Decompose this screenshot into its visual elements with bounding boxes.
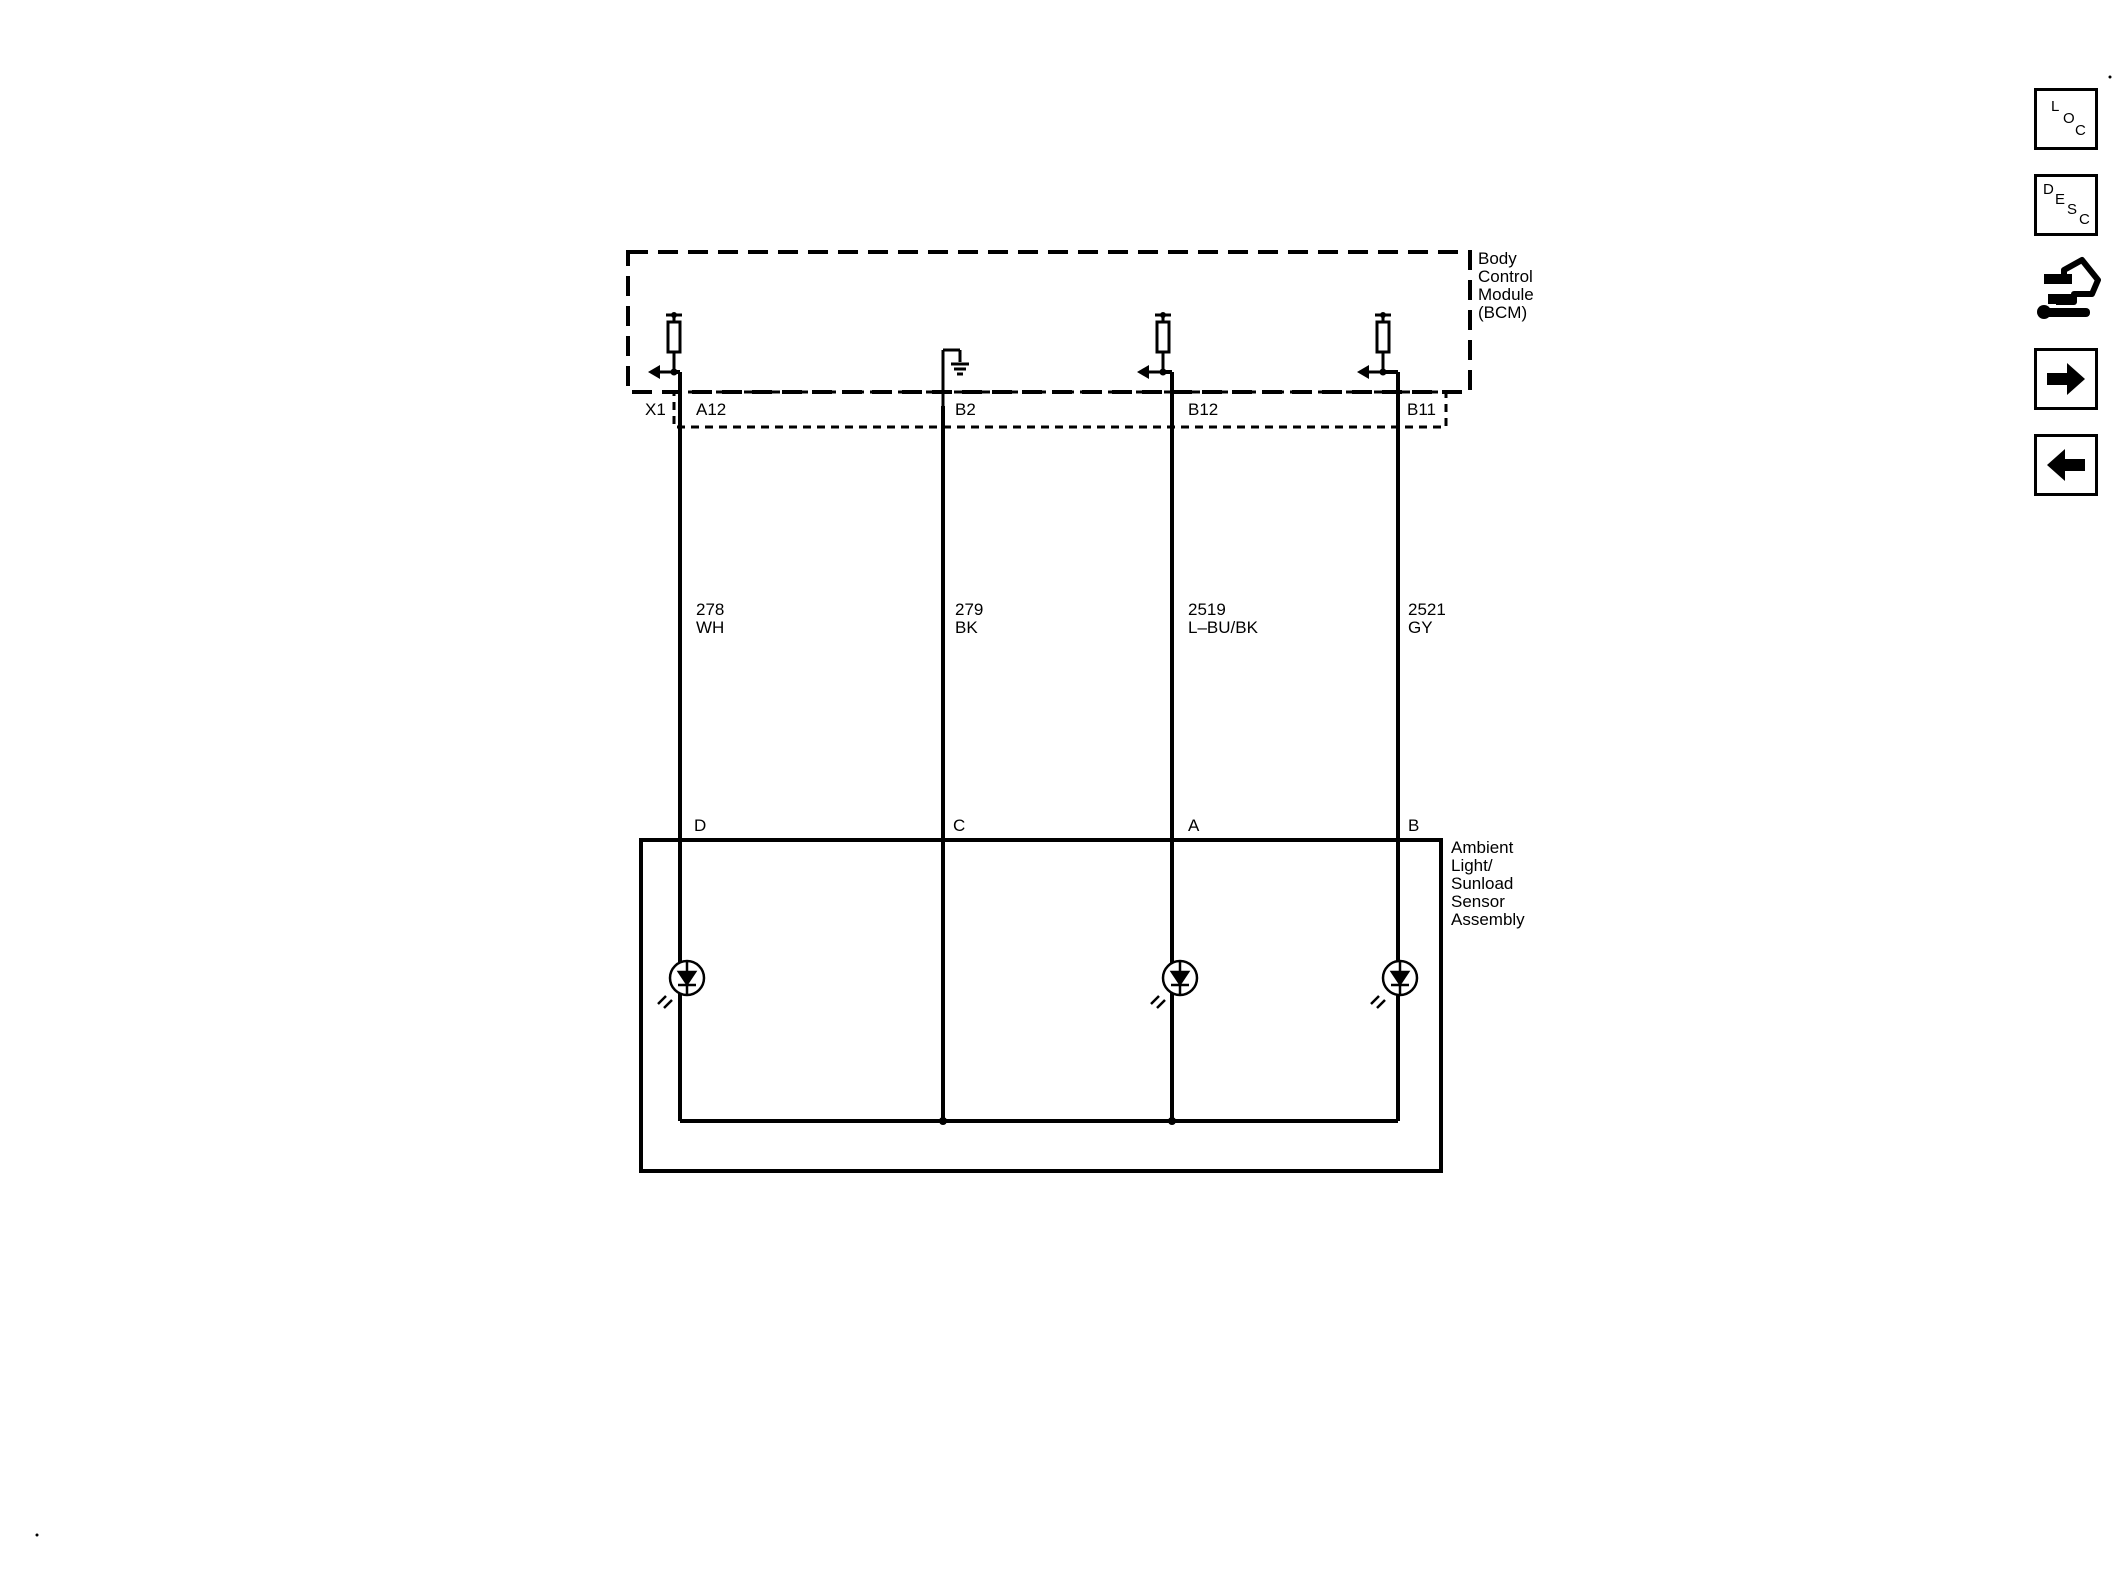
arrow-right-icon	[2047, 363, 2085, 395]
connector-end-view-icon	[2037, 257, 2101, 319]
junction-dot	[939, 1117, 947, 1125]
junction-dot	[671, 312, 677, 318]
bcm-connector-boundary	[672, 390, 1448, 429]
arrow-left-icon	[1357, 365, 1369, 379]
stray-dot	[2108, 75, 2112, 79]
sensor-pin-d: D	[694, 816, 706, 835]
arrow-left-icon	[1137, 365, 1149, 379]
previous-page-button[interactable]	[2034, 434, 2098, 496]
photodiode-icon	[1150, 959, 1199, 1009]
desc-button[interactable]: D E S C	[2034, 174, 2098, 236]
bcm-input-circuit-b11	[1367, 313, 1391, 374]
photodiode-icon	[1370, 959, 1419, 1009]
wire-label-2519: 2519 L–BU/BK	[1188, 600, 1259, 637]
bcm-pin-b2: B2	[955, 400, 976, 419]
loc-letter-o: O	[2063, 110, 2075, 127]
stray-dot	[35, 1533, 39, 1537]
junction-dot	[1160, 312, 1166, 318]
sensor-label: Ambient Light/ Sunload Sensor Assembly	[1451, 838, 1525, 929]
bcm-module-boundary	[626, 250, 1472, 394]
bcm-pin-a12: A12	[696, 400, 726, 419]
bcm-input-circuit-b12	[1147, 313, 1171, 374]
next-page-button[interactable]	[2034, 348, 2098, 410]
loc-button[interactable]: L O C	[2034, 88, 2098, 150]
loc-letter-c: C	[2075, 122, 2086, 139]
desc-letter-c: C	[2079, 211, 2090, 228]
wire-label-279: 279 BK	[955, 600, 988, 637]
wire-label-278: 278 WH	[696, 600, 729, 637]
arrow-left-icon	[2047, 449, 2085, 481]
junction-dot	[1380, 312, 1386, 318]
photodiode-icon	[657, 959, 706, 1009]
desc-letter-e: E	[2055, 191, 2065, 208]
sensor-pin-c: C	[953, 816, 965, 835]
sensor-assembly-box	[639, 838, 1443, 1173]
loc-letter-l: L	[2051, 98, 2059, 115]
wire-label-2521: 2521 GY	[1408, 600, 1451, 637]
junction-dot	[1168, 1117, 1176, 1125]
connector-label: X1	[645, 400, 666, 419]
sensor-pin-b: B	[1408, 816, 1419, 835]
connector-end-view-button[interactable]	[2034, 250, 2104, 330]
bcm-ground-b2	[941, 348, 969, 406]
desc-letter-d: D	[2043, 181, 2054, 198]
arrow-left-icon	[648, 365, 660, 379]
bcm-pin-b12: B12	[1188, 400, 1218, 419]
desc-letter-s: S	[2067, 201, 2077, 218]
bcm-input-circuit-a12	[658, 313, 682, 374]
sensor-pin-a: A	[1188, 816, 1200, 835]
bcm-pin-b11: B11	[1407, 400, 1436, 419]
bcm-label: Body Control Module (BCM)	[1478, 249, 1539, 322]
